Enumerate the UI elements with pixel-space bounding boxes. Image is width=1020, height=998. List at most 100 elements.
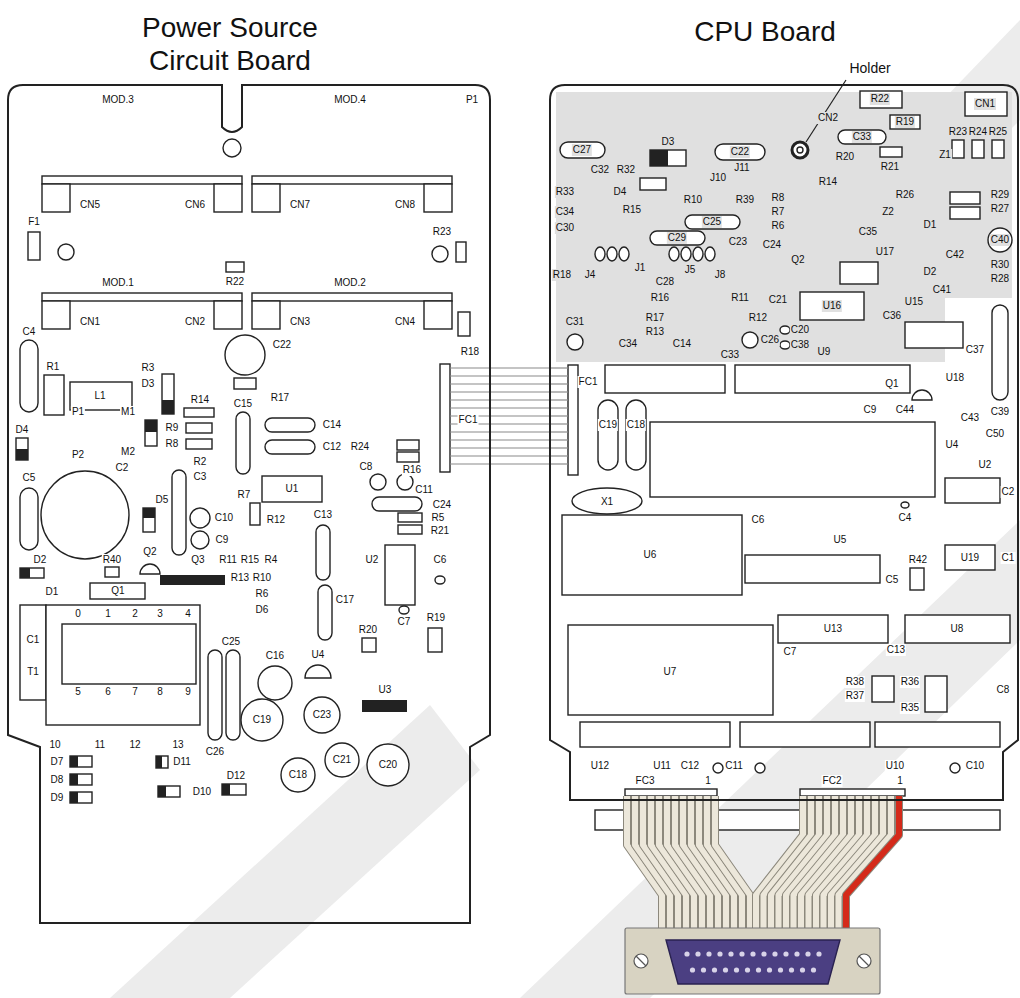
component-outline <box>156 756 168 768</box>
component-outline <box>305 665 331 678</box>
part-designator: C9 <box>863 404 878 416</box>
component-marking <box>650 150 668 166</box>
component-outline <box>186 423 212 433</box>
component-outline <box>650 231 705 245</box>
part-designator: R16 <box>402 464 422 476</box>
ribbon-cable-end <box>450 375 490 376</box>
component-outline <box>992 305 1008 400</box>
part-designator: FC1 <box>578 376 599 388</box>
component-outline <box>158 786 180 797</box>
component-marking <box>143 508 155 518</box>
part-designator: C12 <box>322 441 342 453</box>
part-designator: R2 <box>193 456 208 468</box>
part-designator: C44 <box>895 404 915 416</box>
part-designator: C4 <box>22 326 37 338</box>
component-outline <box>950 207 980 219</box>
db25-connector <box>778 967 783 972</box>
part-designator: U1 <box>285 483 300 495</box>
ribbon-cable-end <box>550 399 568 400</box>
component-outline <box>162 374 174 414</box>
part-designator: C25 <box>702 216 722 228</box>
component-outline <box>669 247 679 261</box>
component-outline <box>222 784 246 795</box>
part-designator: FC3 <box>635 775 656 787</box>
part-designator: R5 <box>431 512 446 524</box>
part-designator: R7 <box>237 489 252 501</box>
part-designator: 1 <box>104 608 112 620</box>
part-designator: FC2 <box>822 775 843 787</box>
part-designator: R12 <box>748 312 768 324</box>
part-designator: FC1 <box>458 414 479 426</box>
component-outline <box>44 375 64 415</box>
part-designator: U3 <box>378 684 393 696</box>
part-designator: P1 <box>465 94 479 106</box>
db25-connector <box>701 967 706 972</box>
component-outline <box>432 246 448 262</box>
db25-connector <box>625 928 880 994</box>
db25-connector <box>761 951 766 956</box>
watermark <box>110 20 1020 998</box>
part-designator: C42 <box>945 249 965 261</box>
component-outline <box>742 332 758 348</box>
part-designator: 10 <box>48 739 61 751</box>
part-designator: C50 <box>985 428 1005 440</box>
part-designator: 2 <box>131 608 139 620</box>
component-outline <box>560 142 605 158</box>
callout-label: Holder <box>848 60 891 77</box>
component-outline <box>397 452 419 462</box>
part-designator: C31 <box>565 316 585 328</box>
part-designator: 0 <box>74 608 82 620</box>
part-designator: R42 <box>908 554 928 566</box>
ribbon-cable-end <box>550 383 568 384</box>
part-designator: R18 <box>460 346 480 358</box>
part-designator: MOD.3 <box>101 94 135 106</box>
component-outline <box>143 508 155 532</box>
part-designator: R23 <box>948 126 968 138</box>
part-designator: R17 <box>270 392 290 404</box>
component-outline <box>780 341 790 349</box>
part-designator: U10 <box>885 760 905 772</box>
component-outline <box>397 440 419 450</box>
part-designator: C34 <box>555 206 575 218</box>
part-designator: R26 <box>895 189 915 201</box>
component-marking <box>222 784 230 795</box>
component-outline <box>367 744 409 786</box>
db25-connector <box>712 967 717 972</box>
component-outline <box>872 676 894 702</box>
part-designator: P2 <box>71 449 85 461</box>
component-outline <box>225 335 265 375</box>
board-outline <box>8 85 490 923</box>
component-outline <box>398 525 422 534</box>
part-designator: C19 <box>598 419 618 431</box>
component-outline <box>640 178 666 190</box>
component-outline <box>214 301 242 329</box>
part-designator: R22 <box>870 93 890 105</box>
component-outline <box>42 176 242 184</box>
part-designator: R1 <box>46 361 61 373</box>
part-designator: U12 <box>590 760 610 772</box>
part-designator: D3 <box>141 378 156 390</box>
part-designator: C21 <box>768 294 788 306</box>
part-designator: U17 <box>875 246 895 258</box>
db25-connector <box>717 951 722 956</box>
part-designator: R6 <box>255 588 270 600</box>
part-designator: R3 <box>141 362 156 374</box>
part-designator: C10 <box>214 512 234 524</box>
component-outline <box>70 774 92 785</box>
part-designator: C19 <box>252 714 272 726</box>
ribbon-cable <box>715 796 750 930</box>
component-outline <box>140 564 160 574</box>
ribbon-wire <box>490 383 550 384</box>
component-outline <box>304 697 340 733</box>
part-designator: 13 <box>171 739 184 751</box>
part-designator: R24 <box>968 126 988 138</box>
component-outline <box>362 638 376 652</box>
component-outline <box>988 228 1012 252</box>
part-designator: C2 <box>1001 486 1016 498</box>
component-outline <box>208 650 222 740</box>
component-outline <box>972 140 984 158</box>
part-designator: R12 <box>266 514 286 526</box>
part-designator: C3 <box>193 471 208 483</box>
